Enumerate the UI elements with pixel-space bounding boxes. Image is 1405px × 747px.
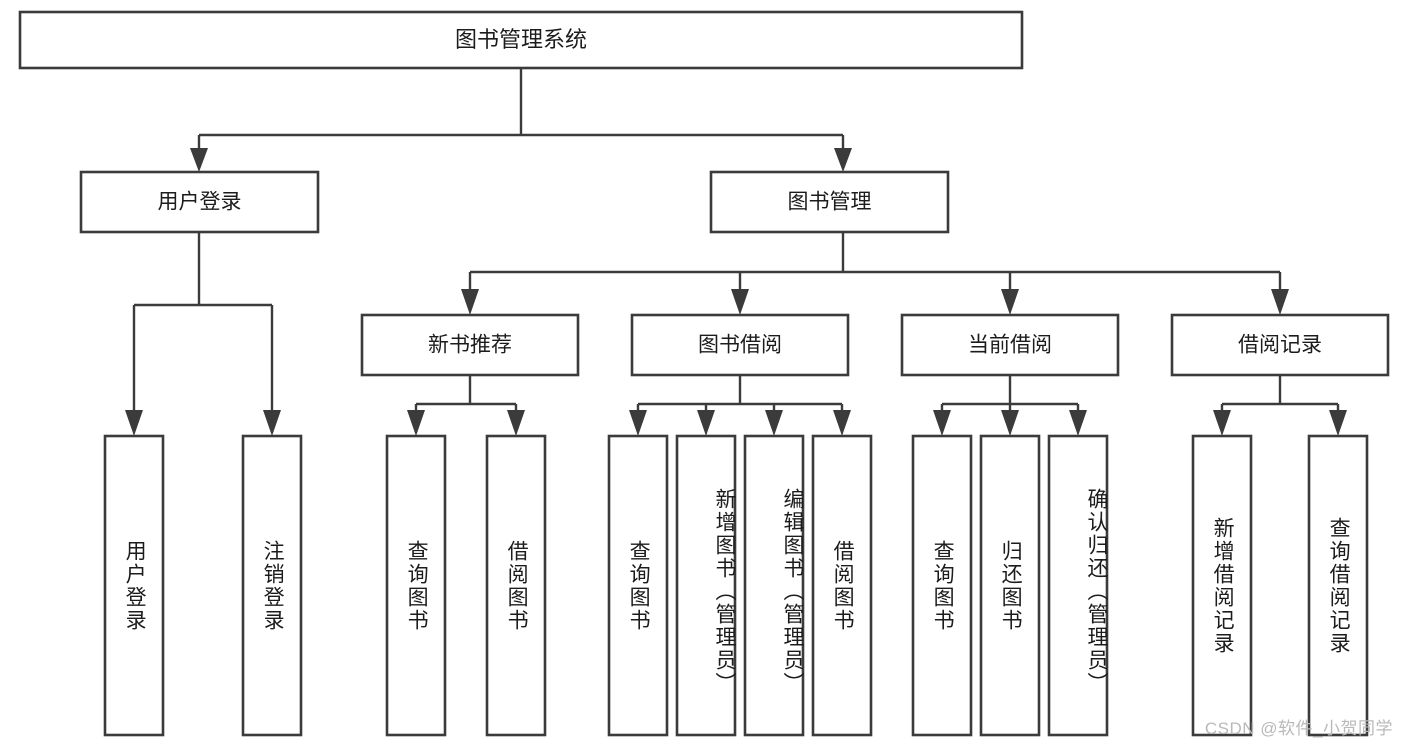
node-leaf-book-borrow-4[interactable] [811,434,873,737]
arrow-head-current-borrow-leaf-2 [1001,410,1019,436]
node-leaf-current-borrow-2[interactable] [979,434,1041,737]
node-current-borrow[interactable]: 当前借阅 [900,313,1120,377]
node-user-login-label: 用户登录 [158,191,242,214]
connector-group-current-borrow-to-leaves [933,375,1087,436]
arrow-head-to-book-management [834,148,852,172]
node-book-borrow[interactable]: 图书借阅 [630,313,850,377]
arrow-head-to-book-borrow [731,289,749,315]
arrow-head-new-book-leaf-1 [407,410,425,436]
connector-group-book-borrow-to-leaves [629,375,851,436]
node-leaf-user-login-2[interactable] [241,434,303,737]
arrow-head-to-borrow-records [1271,289,1289,315]
connector-current-borrow-trunk [940,375,1080,414]
arrow-head-user-login-leaf-2 [263,410,281,436]
node-leaf-user-login-1[interactable] [103,434,165,737]
node-leaf-box[interactable] [485,434,547,737]
node-new-book-recommend[interactable]: 新书推荐 [360,313,580,377]
connector-user-login-trunk [132,232,274,414]
node-new-book-recommend-box[interactable] [360,313,580,377]
node-user-login[interactable]: 用户登录 [79,170,320,234]
node-leaf-box[interactable] [743,434,805,737]
node-leaf-book-borrow-3[interactable] [743,434,805,737]
arrow-head-borrow-records-leaf-2 [1329,410,1347,436]
connector-book-borrow-trunk [636,375,844,414]
node-leaf-box[interactable] [103,434,165,737]
arrow-head-borrow-records-leaf-1 [1213,410,1231,436]
node-book-borrow-label: 图书借阅 [698,334,782,357]
node-current-borrow-label: 当前借阅 [968,334,1052,357]
node-book-management-label: 图书管理 [788,191,872,214]
connector-group-book-management-to-level3 [461,232,1289,315]
arrow-head-book-borrow-leaf-1 [629,410,647,436]
node-leaf-box[interactable] [979,434,1041,737]
connector-book-management-trunk [468,232,1282,290]
connector-group-user-login-to-leaves [125,232,281,436]
node-leaf-box[interactable] [385,434,447,737]
arrow-head-new-book-leaf-2 [507,410,525,436]
node-leaf-book-borrow-2[interactable] [675,434,737,737]
node-leaf-box[interactable] [607,434,669,737]
node-new-book-recommend-label: 新书推荐 [428,334,512,357]
arrow-head-book-borrow-leaf-3 [765,410,783,436]
node-root[interactable]: 图书管理系统 [18,10,1024,70]
watermark-text: CSDN @软件_小贺同学 [1204,719,1393,738]
node-leaf-new-book-2[interactable] [485,434,547,737]
connector-group-new-book-recommend-to-leaves [407,375,525,436]
node-borrow-records[interactable]: 借阅记录 [1170,313,1390,377]
arrow-head-current-borrow-leaf-3 [1069,410,1087,436]
arrow-head-book-borrow-leaf-4 [833,410,851,436]
arrow-head-book-borrow-leaf-2 [697,410,715,436]
node-book-borrow-box[interactable] [630,313,850,377]
node-leaf-box[interactable] [811,434,873,737]
node-root-label: 图书管理系统 [455,27,587,52]
connector-borrow-records-trunk [1220,375,1340,414]
node-leaf-box[interactable] [675,434,737,737]
connector-group-borrow-records-to-leaves [1213,375,1347,436]
node-leaf-box[interactable] [1047,434,1109,737]
node-leaf-box[interactable] [1191,434,1253,737]
node-user-login-box[interactable] [79,170,320,234]
node-leaf-current-borrow-1[interactable] [911,434,973,737]
node-borrow-records-box[interactable] [1170,313,1390,377]
arrow-head-current-borrow-leaf-1 [933,410,951,436]
node-leaf-book-borrow-1[interactable] [607,434,669,737]
node-leaf-box[interactable] [911,434,973,737]
node-book-management[interactable]: 图书管理 [709,170,950,234]
arrow-head-user-login-leaf-1 [125,410,143,436]
node-leaf-box[interactable] [1307,434,1369,737]
connector-root-trunk [197,68,845,162]
node-borrow-records-label: 借阅记录 [1238,334,1322,357]
connector-group-root-to-level2 [190,68,852,172]
node-leaf-borrow-records-2[interactable] [1307,434,1369,737]
node-leaf-current-borrow-3[interactable] [1047,434,1109,737]
connector-new-book-recommend-trunk [414,375,518,414]
arrow-head-to-current-borrow [1001,289,1019,315]
arrow-head-to-user-login [190,148,208,172]
node-leaf-box[interactable] [241,434,303,737]
node-root-box[interactable] [18,10,1024,70]
node-current-borrow-box[interactable] [900,313,1120,377]
arrow-head-to-new-book-recommend [461,289,479,315]
node-leaf-borrow-records-1[interactable] [1191,434,1253,737]
node-book-management-box[interactable] [709,170,950,234]
node-leaf-new-book-1[interactable] [385,434,447,737]
